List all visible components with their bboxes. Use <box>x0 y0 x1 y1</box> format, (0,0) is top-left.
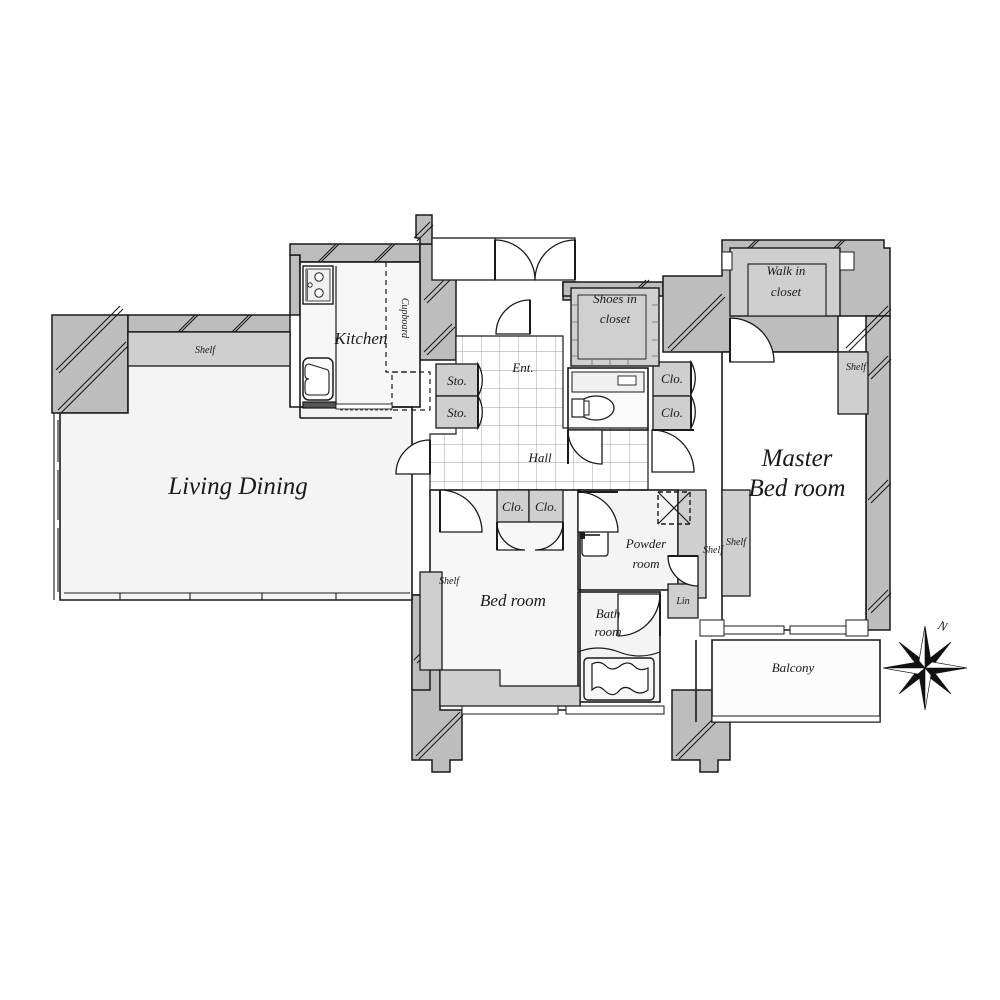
sink-icon <box>302 357 334 401</box>
label-powder-room: Powder <box>625 536 667 551</box>
windows <box>461 625 881 723</box>
shelf-master-lower-block <box>721 489 751 597</box>
structural-wall-porch-left <box>415 214 433 245</box>
floor-living-dining <box>60 332 412 600</box>
closet-right-upper-block <box>652 361 692 397</box>
label-walk-in-closet: Walk in <box>767 263 806 278</box>
floor-master-bedroom <box>722 352 866 630</box>
shelf-living-block <box>127 331 291 367</box>
washing-machine-icon <box>657 491 691 525</box>
kitchen-door-threshold <box>335 403 393 411</box>
walk-in-closet-unit <box>721 247 855 317</box>
label-balcony: Balcony <box>772 660 815 675</box>
label-shelf-bedroom: Shelf <box>439 576 460 587</box>
bedroom-bottom-shelf <box>439 669 581 707</box>
label-storage-upper: Sto. <box>447 373 467 388</box>
entrance-inner-door <box>495 299 531 335</box>
label-cupboard: Cupboard <box>399 298 410 339</box>
bathtub-icon <box>577 647 661 701</box>
bath-room-door <box>617 593 661 637</box>
walk-in-closet-door <box>729 317 775 363</box>
fixture-labels: Sto. Sto. Clo. Clo. Clo. Clo. Lin Shelf … <box>195 345 867 607</box>
label-shoes-in-closet-2: closet <box>600 311 631 326</box>
label-bedroom: Bed room <box>480 591 546 610</box>
label-powder-room-2: room <box>633 556 660 571</box>
label-walk-in-closet-2: closet <box>771 284 802 299</box>
label-closet-bedroom-left: Clo. <box>502 499 524 514</box>
label-shoes-in-closet: Shoes in <box>593 291 637 306</box>
shoes-in-closet-unit <box>570 287 660 367</box>
structural-wall-ld-top <box>127 314 291 333</box>
label-storage-lower: Sto. <box>447 405 467 420</box>
structural-wall-hatching <box>55 221 892 760</box>
label-bath-room: Bath <box>596 606 621 621</box>
master-bedroom-door <box>651 429 695 473</box>
label-master-bedroom: Master <box>761 445 833 472</box>
label-living-dining: Living Dining <box>167 473 308 500</box>
bedroom-door <box>439 489 483 533</box>
floor-balcony <box>712 640 880 722</box>
structural-wall-kitchen-left <box>289 254 301 316</box>
door-leaves <box>429 240 731 636</box>
label-bath-room-2: room <box>595 624 622 639</box>
entry-door-right <box>534 239 576 281</box>
linen-closet-block <box>667 583 699 619</box>
shelf-bedroom-block <box>419 571 443 671</box>
closet-right-lower-block <box>652 395 692 431</box>
closet-bedroom-right-block <box>528 489 564 523</box>
stove-icon <box>302 265 334 305</box>
powder-room-door <box>577 491 619 533</box>
label-linen-closet: Lin <box>675 596 689 607</box>
room-labels: Living Dining Kitchen Cupboard Ent. Hall… <box>167 263 845 675</box>
label-closet-right-upper: Clo. <box>661 371 683 386</box>
label-hall: Hall <box>527 450 552 465</box>
living-dining-door <box>395 439 431 475</box>
toilet-icon <box>571 371 645 421</box>
storage-upper-block <box>435 363 479 397</box>
label-master-bedroom-2: Bed room <box>749 475 846 502</box>
label-kitchen: Kitchen <box>334 329 388 348</box>
label-shelf-living: Shelf <box>195 345 216 356</box>
label-entrance: Ent. <box>511 360 533 375</box>
floor-bedroom <box>430 490 580 710</box>
label-closet-right-lower: Clo. <box>661 405 683 420</box>
structural-wall-nw <box>51 314 129 414</box>
structural-wall-kitchen-top <box>289 243 421 263</box>
label-shelf-powder: Shelf <box>703 545 724 556</box>
label-shelf-master-upper: Shelf <box>846 362 867 373</box>
label-shelf-master-lower: Shelf <box>726 537 747 548</box>
linen-closet-door <box>667 555 699 587</box>
shelf-master-upper-block <box>837 351 869 415</box>
label-closet-bedroom-right: Clo. <box>535 499 557 514</box>
